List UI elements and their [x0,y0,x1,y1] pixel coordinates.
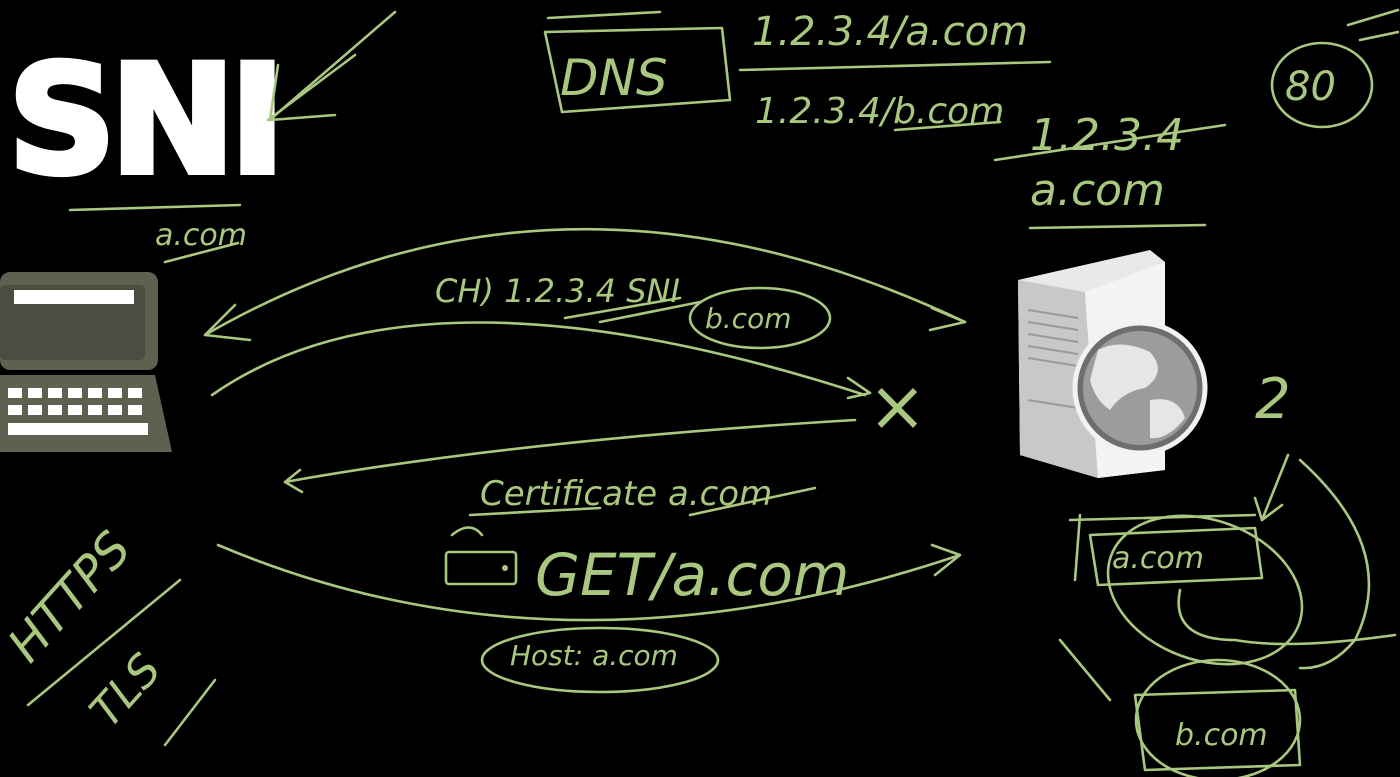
certificate-arrow [283,418,857,484]
rejected-flow: × [210,321,927,447]
site-a: a.com [1112,541,1204,576]
client-hello-text: CH) 1.2.3.4 SNI [435,272,680,310]
laptop-icon [0,272,172,452]
port-number: 80 [1285,64,1336,110]
get-flow: GET/a.com Host: a.com [216,526,962,694]
dns-record-b: 1.2.3.4/b.com [755,91,1004,132]
dns-group: DNS 1.2.3.4/a.com 1.2.3.4/b.com [543,9,1052,132]
pencil-icon [1346,8,1400,42]
site-a-circle [1106,514,1304,666]
server-host: a.com [1030,165,1165,216]
site-b: b.com [1175,718,1268,753]
lock-icon [444,526,518,586]
certificate-flow: Certificate a.com [283,418,857,517]
port-group: 80 [1270,8,1400,129]
client-host: a.com [155,218,247,253]
protocol-tls: TLS [80,644,171,737]
port-circle [1270,41,1374,129]
sni-value-circle [688,286,832,350]
client-hello-arrow [203,227,967,337]
get-request-text: GET/a.com [535,541,849,609]
client-host-group: a.com [68,203,247,264]
title: SNI [8,34,279,208]
site-b-circle [1134,658,1302,777]
server-address-group: 1.2.3.4 a.com [993,110,1227,230]
dns-divider [738,60,1052,72]
protocol-group: HTTPS TLS [0,521,217,747]
title-arrows [266,10,397,122]
protocol-https: HTTPS [0,521,142,673]
dns-box [543,26,732,114]
reject-mark: × [868,365,927,447]
dns-record-a: 1.2.3.4/a.com [752,9,1028,55]
host-header-text: Host: a.com [510,639,678,672]
host-header-circle [480,626,720,694]
sni-value: b.com [705,302,791,335]
virtual-hosts-group: 2 a.com b.com [1058,367,1397,777]
get-arrow [216,543,962,622]
dns-label: DNS [560,49,668,107]
rejected-arrow [210,321,867,397]
client-hello-flow: CH) 1.2.3.4 SNI b.com [203,227,967,350]
server-count: 2 [1255,367,1291,432]
globe-icon [1072,320,1208,456]
title-group: SNI [5,31,288,211]
site-a-box [1088,526,1264,587]
